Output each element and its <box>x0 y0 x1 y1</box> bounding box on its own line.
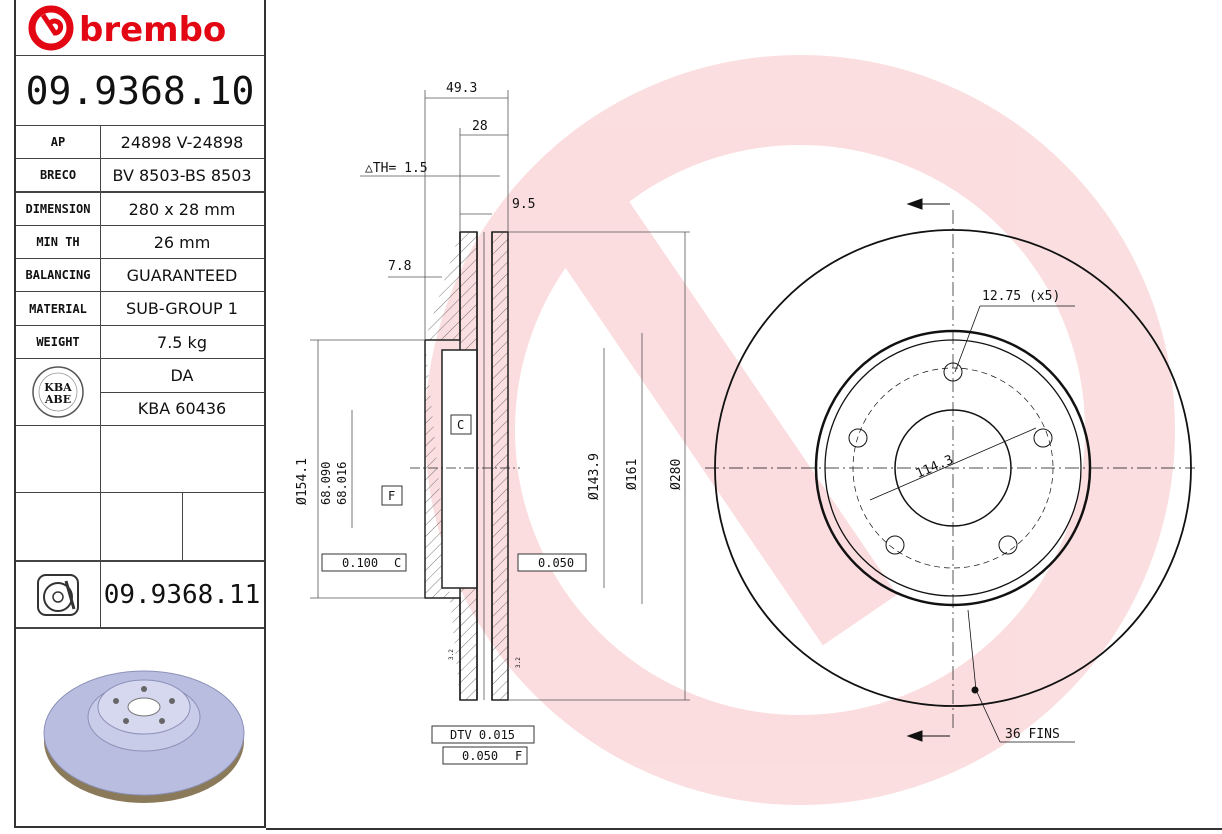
technical-drawing: 49.3 28 △TH= 1.5 9.5 7.8 Ø154.1 68.090 6… <box>266 0 1222 830</box>
tol-parallel-ref: C <box>394 556 401 570</box>
tol-parallel: 0.100 <box>342 556 378 570</box>
cross-section-view <box>410 231 520 701</box>
part-number: 09.9368.10 <box>16 55 264 125</box>
dim-bolt-hole: 12.75 (x5) <box>982 289 1060 304</box>
spec-row-weight: WEIGHT 7.5 kg <box>16 325 264 358</box>
approval-row: KBA ABE DA KBA 60436 <box>16 358 264 425</box>
tol-runout-ref: F <box>515 749 522 763</box>
spec-label: MATERIAL <box>16 292 101 325</box>
dim-vane-gap: 9.5 <box>512 197 535 212</box>
spec-label: MIN TH <box>16 226 101 258</box>
dim-overall-width: 49.3 <box>446 81 477 96</box>
front-view <box>705 198 1195 743</box>
spec-value: GUARANTEED <box>126 265 238 285</box>
alt-part-number: 09.9368.11 <box>103 579 261 610</box>
spec-row-balancing: BALANCING GUARANTEED <box>16 258 264 291</box>
brand-name: brembo <box>79 10 226 50</box>
dim-pcd: 114.3 <box>914 453 956 482</box>
spec-value: 26 mm <box>153 232 211 252</box>
spec-label: BALANCING <box>16 259 101 291</box>
dim-hat-offset: 7.8 <box>388 259 411 274</box>
alt-part-row: 09.9368.11 <box>16 560 264 627</box>
spec-label: DIMENSION <box>16 193 101 225</box>
datum-c: C <box>457 418 464 432</box>
approval-type: DA <box>100 359 264 393</box>
approval-number: KBA 60436 <box>137 399 227 418</box>
dim-delta-th: △TH= 1.5 <box>365 161 428 176</box>
spec-row-ap: AP 24898 V-24898 <box>16 125 264 158</box>
dimension-lines <box>310 90 690 701</box>
svg-text:KBA: KBA <box>44 381 72 394</box>
tol-dtv: DTV 0.015 <box>450 728 515 742</box>
kba-abe-badge: KBA ABE <box>16 359 101 425</box>
spec-value: 24898 V-24898 <box>120 132 244 152</box>
spec-row-min-th: MIN TH 26 mm <box>16 225 264 258</box>
spec-label: BRECO <box>16 159 101 191</box>
dim-inner-diameter: Ø143.9 <box>587 453 602 500</box>
datum-f: F <box>388 489 395 503</box>
spec-row-dimension: DIMENSION 280 x 28 mm <box>16 191 264 225</box>
dim-thickness: 28 <box>472 119 488 134</box>
tol-flatness: 0.050 <box>538 556 574 570</box>
roughness-right: 3.2 <box>515 657 522 668</box>
spec-label: AP <box>16 126 101 158</box>
spec-value: BV 8503-BS 8503 <box>112 165 252 185</box>
disc-3d-render <box>16 627 264 827</box>
spec-row-material: MATERIAL SUB-GROUP 1 <box>16 291 264 325</box>
dim-bore-min: 68.016 <box>335 462 349 505</box>
empty-row <box>16 492 264 560</box>
spec-row-breco: BRECO BV 8503-BS 8503 <box>16 158 264 191</box>
spec-value: 7.5 kg <box>157 332 207 352</box>
dim-bore-max: 68.090 <box>319 462 333 505</box>
brand-logo: brembo <box>16 0 264 55</box>
spec-label: WEIGHT <box>16 326 101 358</box>
dim-161-diameter: Ø161 <box>625 459 640 490</box>
tol-runout: 0.050 <box>462 749 498 763</box>
dim-hat-diameter: Ø154.1 <box>295 458 310 505</box>
disc-hub-icon <box>16 562 101 627</box>
spec-value: 280 x 28 mm <box>128 199 236 219</box>
svg-text:ABE: ABE <box>44 393 71 406</box>
dim-fins: 36 FINS <box>1005 727 1060 742</box>
spec-value: SUB-GROUP 1 <box>126 299 238 318</box>
empty-row <box>16 425 264 492</box>
dim-outer-diameter: Ø280 <box>669 459 684 490</box>
roughness-left: 3.2 <box>448 649 455 660</box>
